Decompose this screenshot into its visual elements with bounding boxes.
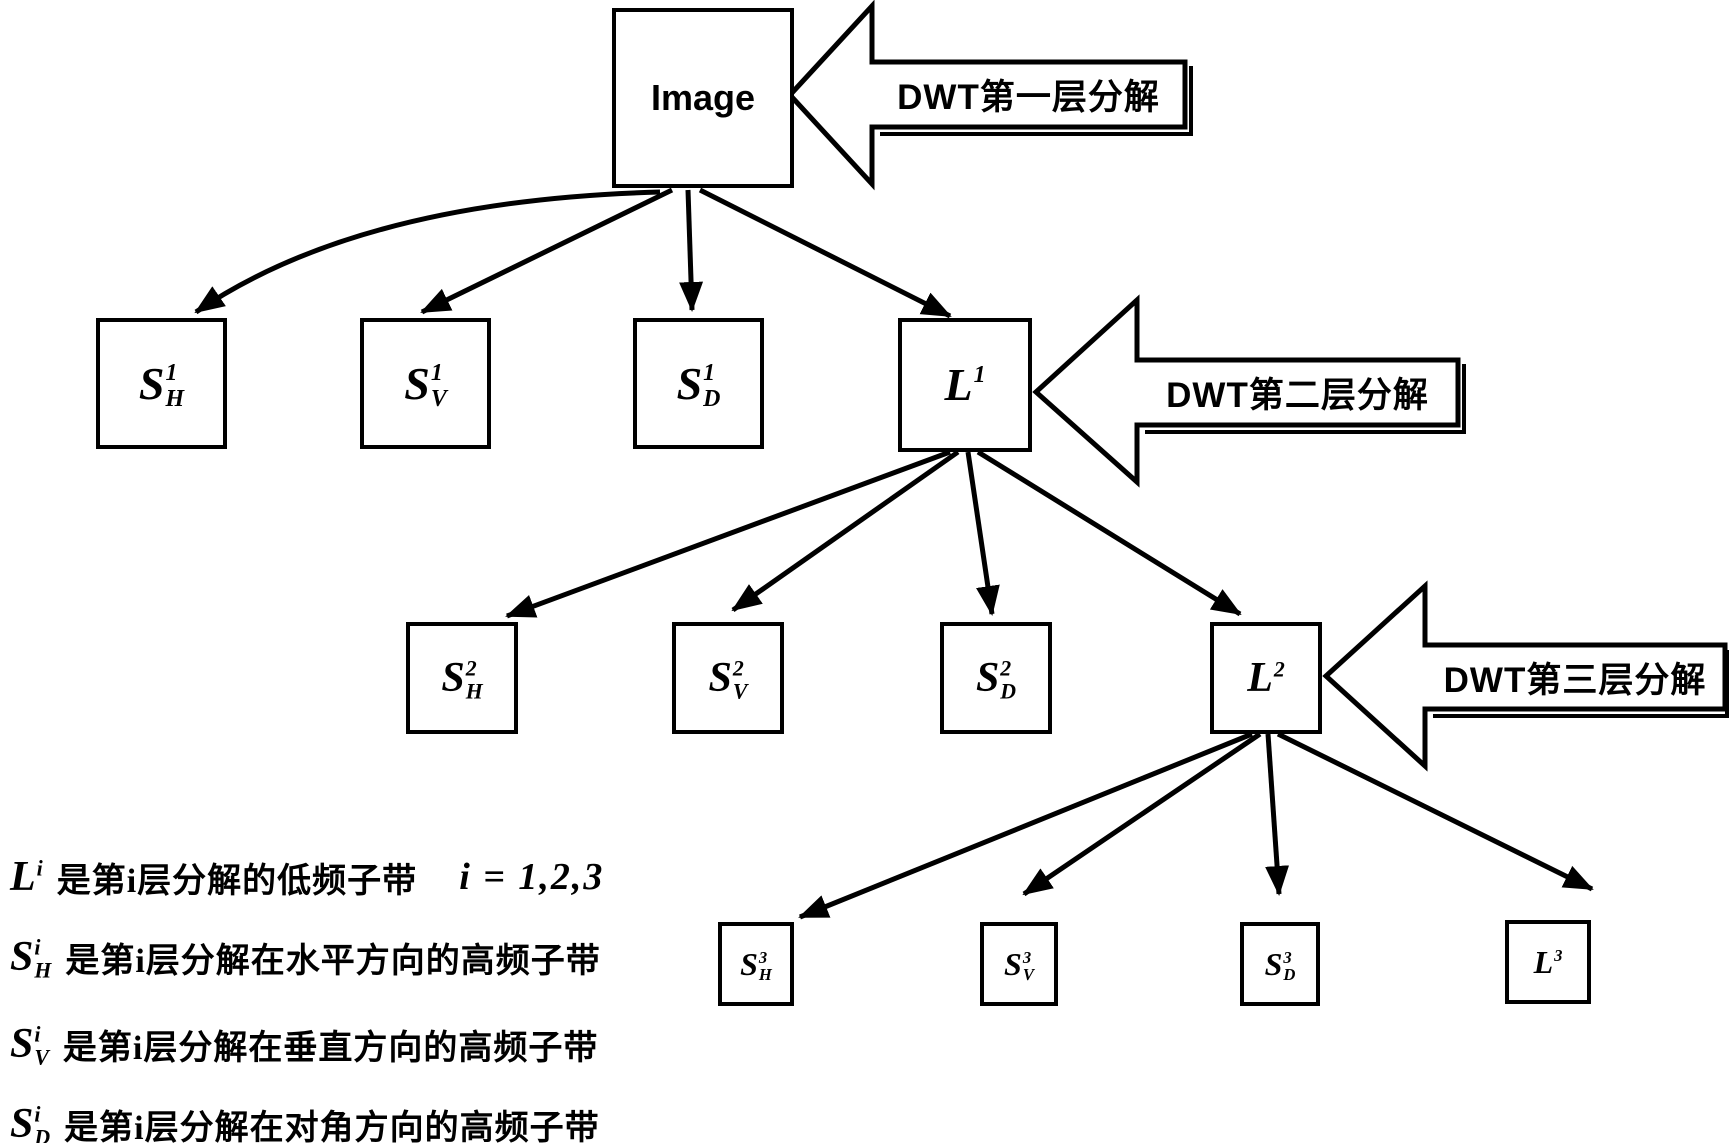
node-s2-v: S2V — [672, 622, 784, 734]
callout-label-level1: DWT第一层分解 — [872, 62, 1185, 127]
legend-symbol-sh: SiH — [10, 934, 51, 980]
node-l1: L1 — [898, 318, 1032, 452]
node-s1-v: S1V — [360, 318, 491, 449]
node-image: Image — [612, 8, 794, 188]
callout-label-level2: DWT第二层分解 — [1137, 360, 1458, 425]
legend-symbol-l: Li — [10, 855, 43, 900]
legend-line-diagonal: SiD 是第i层分解在对角方向的高频子带 — [10, 1092, 642, 1143]
node-s3-d: S3D — [1240, 922, 1320, 1006]
node-s1-d: S1D — [633, 318, 764, 449]
node-l3: L3 — [1505, 920, 1591, 1004]
legend-symbol-sv: SiV — [10, 1021, 49, 1067]
legend-symbol-sd: SiD — [10, 1101, 50, 1143]
node-s2-d: S2D — [940, 622, 1052, 734]
callout-label-level3: DWT第三层分解 — [1425, 645, 1725, 709]
node-s3-v: S3V — [980, 922, 1058, 1006]
node-s3-h: S3H — [718, 922, 794, 1006]
tree-edges-level1 — [196, 190, 950, 316]
legend-line-low-freq: Li 是第i层分解的低频子带 i = 1,2,3 — [10, 845, 604, 909]
tree-edges-level3 — [800, 734, 1592, 917]
legend-line-vertical: SiV 是第i层分解在垂直方向的高频子带 — [10, 1012, 640, 1076]
legend-line-horizontal: SiH 是第i层分解在水平方向的高频子带 — [10, 925, 643, 989]
node-s1-h: S1H — [96, 318, 227, 449]
node-l2: L2 — [1210, 622, 1322, 734]
node-s2-h: S2H — [406, 622, 518, 734]
